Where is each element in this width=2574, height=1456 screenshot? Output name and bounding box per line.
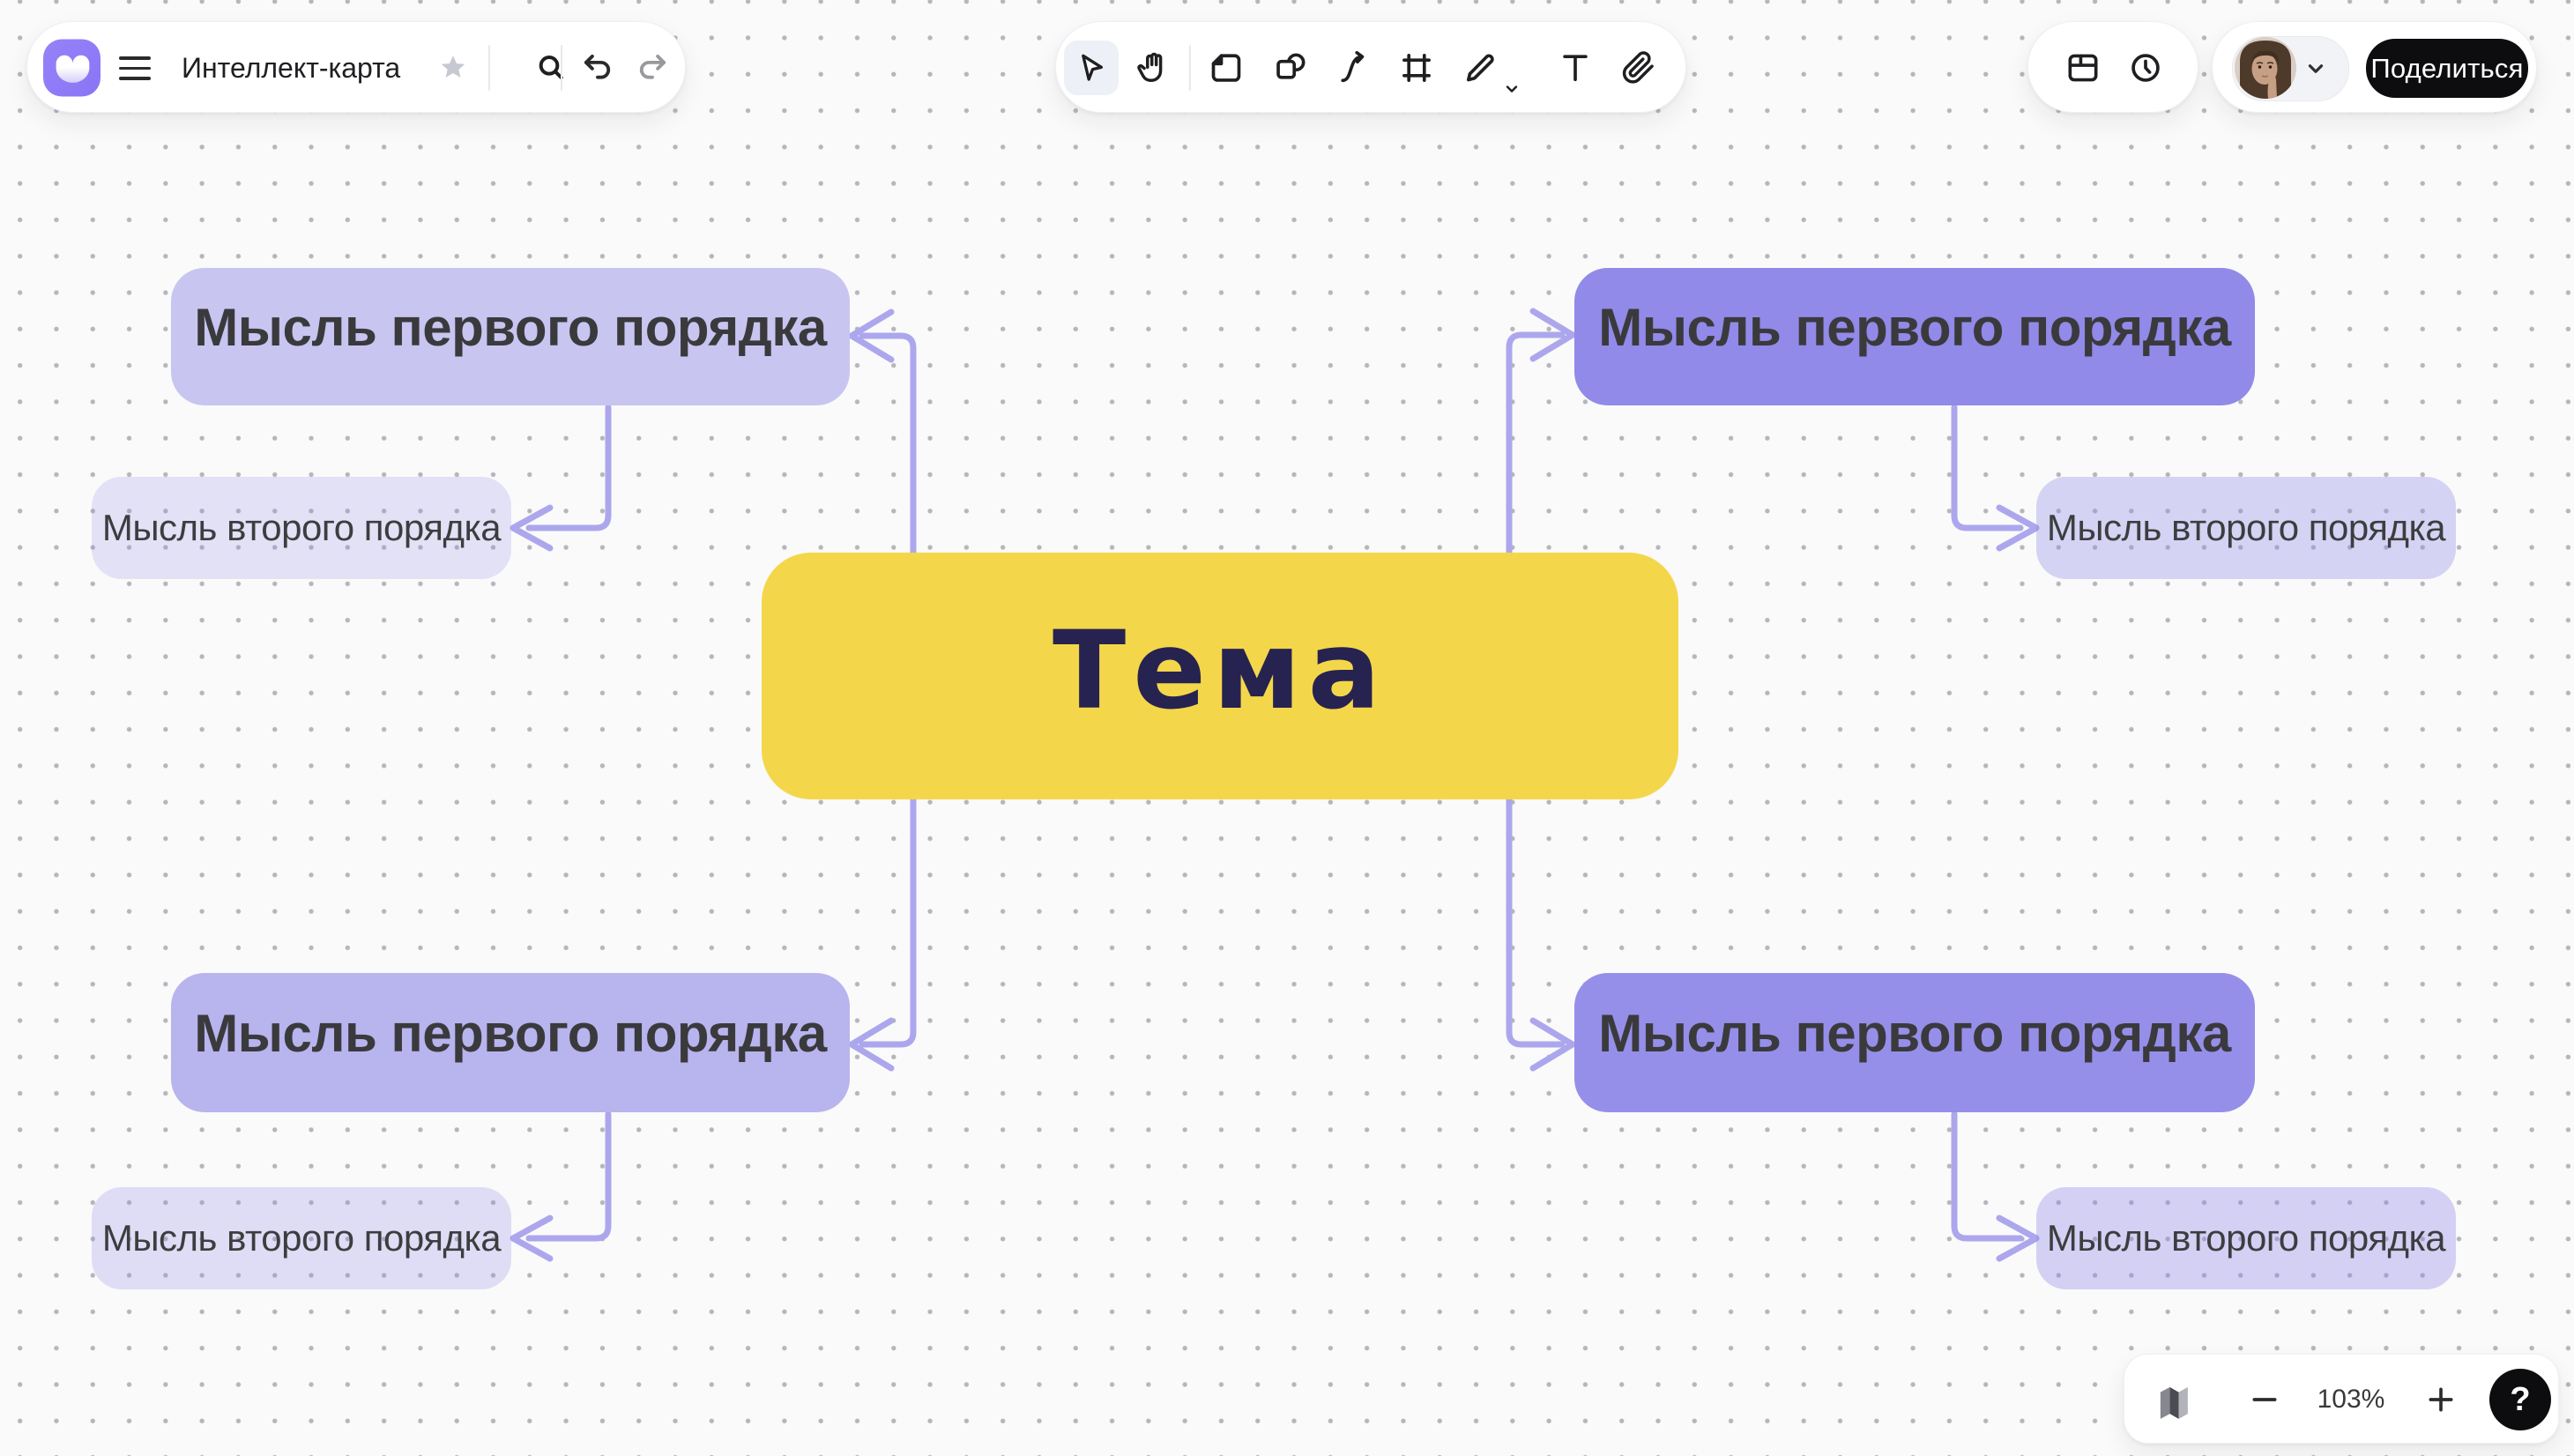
weje-logo-icon [43,39,100,97]
share-button[interactable]: Поделиться [2366,39,2528,98]
redo-icon [639,54,666,79]
tool-text[interactable] [1556,48,1595,87]
connector-line[interactable] [1951,1111,2024,1242]
arrowhead-right-icon [1996,504,2040,552]
draw-tool-dropdown[interactable] [1501,78,1522,100]
shapes-icon [1276,53,1306,79]
node-second-order-top-right[interactable]: Мысль второго порядка [2036,477,2456,579]
tool-attachment[interactable] [1619,48,1658,87]
arrowhead-right-icon [1529,1017,1576,1072]
app-logo[interactable] [43,39,100,97]
node-label: Мысль второго порядка [101,507,502,548]
board-title[interactable]: Интеллект-карта [182,51,401,84]
tool-pan[interactable] [1134,48,1172,87]
board-header-bar: Интеллект-карта [26,21,686,113]
connector-line[interactable] [525,404,612,531]
arrowhead-left-icon [848,308,895,363]
user-avatar-photo [2235,37,2296,99]
chevron-down-icon [2308,64,2324,73]
view-controls-bar [2027,21,2198,113]
zoom-level[interactable]: 103% [2317,1385,2385,1414]
connector-curve-icon [1341,50,1365,83]
layout-icon [2068,54,2098,82]
star-icon [441,56,465,78]
history-button[interactable] [2126,48,2165,87]
arrowhead-left-icon [510,504,554,552]
account-menu[interactable] [2232,36,2349,101]
connector-top-left-child[interactable] [510,404,612,552]
node-first-order-bottom-right[interactable]: Мысль первого порядка [1574,973,2255,1112]
paperclip-icon [1622,51,1654,84]
connector-line[interactable] [1951,404,2024,531]
zoom-out-button[interactable] [2247,1382,2282,1417]
node-second-order-bottom-left[interactable]: Мысль второго порядка [92,1187,511,1289]
hand-icon [1137,52,1163,83]
account-share-bar: Поделиться [2212,21,2537,113]
search-button[interactable] [533,50,569,85]
avatar[interactable] [2235,37,2296,99]
divider [561,45,562,91]
node-label: Мысль первого порядка [194,1004,827,1063]
arrowhead-left-icon [848,1017,895,1072]
search-icon [539,55,563,79]
minimap-button[interactable] [2153,1379,2193,1420]
plus-icon [2429,1387,2453,1412]
node-label: Мысль второго порядка [2046,507,2446,548]
text-icon [1563,55,1588,82]
node-second-order-bottom-right[interactable]: Мысль второго порядка [2036,1187,2456,1289]
redo-button[interactable] [634,49,671,86]
node-first-order-top-right[interactable]: Мысль первого порядка [1574,268,2255,405]
favorite-button[interactable] [436,51,470,85]
layout-panel-button[interactable] [2064,48,2102,87]
connector-line[interactable] [525,1111,612,1242]
cursor-icon [1082,54,1103,81]
tool-shapes[interactable] [1271,48,1310,87]
tool-note[interactable] [1207,48,1246,87]
arrowhead-left-icon [510,1215,554,1262]
divider [1189,45,1191,91]
connector-top-right-child[interactable] [1951,404,2040,552]
tool-frame[interactable] [1397,48,1436,87]
node-label: Мысль первого порядка [1598,1004,2231,1063]
tools-toolbar [1055,21,1686,113]
connector-bottom-right-child[interactable] [1951,1111,2040,1262]
zoom-controls-bar: 103% ? [2124,1354,2559,1444]
node-label: Мысль первого порядка [194,298,827,357]
hamburger-icon [119,56,151,60]
tool-draw[interactable] [1461,48,1499,87]
pencil-icon [1466,54,1494,82]
node-label: Мысль второго порядка [101,1217,502,1259]
connector-bottom-left-child[interactable] [510,1111,612,1262]
node-second-order-top-left[interactable]: Мысль второго порядка [92,477,511,579]
arrowhead-right-icon [1529,308,1576,362]
divider [488,45,490,91]
minimap-map-icon [2160,1386,2188,1419]
help-button[interactable]: ? [2489,1369,2551,1430]
topic-label: Тема [1052,608,1387,733]
node-first-order-top-left[interactable]: Мысль первого порядка [171,268,850,405]
menu-button[interactable] [119,56,151,80]
node-first-order-bottom-left[interactable]: Мысль первого порядка [171,973,850,1112]
tool-connector[interactable] [1335,48,1374,87]
tool-select[interactable] [1074,50,1109,85]
node-topic[interactable]: Тема [762,553,1678,799]
minus-icon [2252,1398,2277,1401]
account-dropdown[interactable] [2304,57,2327,80]
sticky-note-icon [1211,54,1241,82]
undo-icon [584,54,611,79]
node-label: Мысль второго порядка [2046,1217,2446,1259]
node-label: Мысль первого порядка [1598,298,2231,357]
clock-icon [2131,54,2160,82]
undo-button[interactable] [579,49,616,86]
frame-icon [1402,54,1431,82]
chevron-down-icon [1506,85,1518,93]
arrowhead-right-icon [1996,1215,2040,1262]
zoom-in-button[interactable] [2423,1382,2459,1417]
